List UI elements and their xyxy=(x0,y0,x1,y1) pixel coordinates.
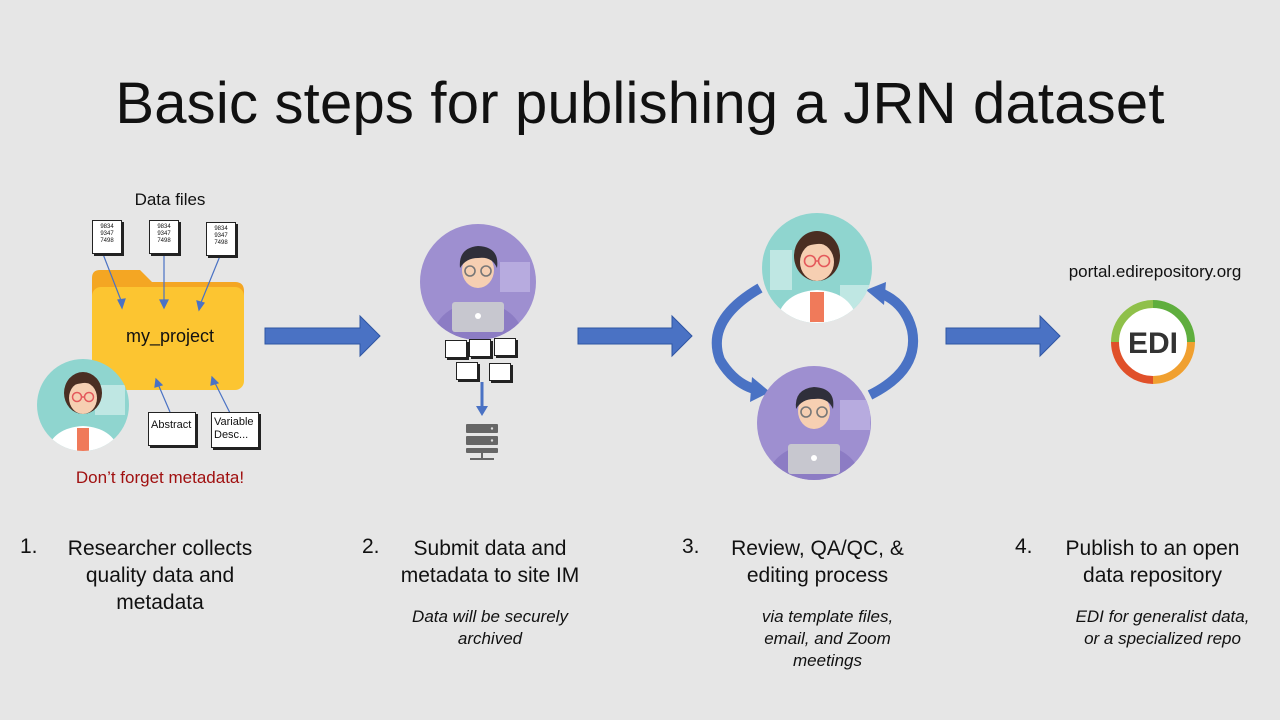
flow-arrow-1 xyxy=(264,314,381,358)
step-text-line: Publish to an open xyxy=(1065,537,1240,560)
folder-label: my_project xyxy=(125,326,215,346)
variable-desc-line: Variable xyxy=(214,416,254,428)
note-line: or a specialized repo xyxy=(1084,629,1241,648)
step-text-line: quality data and xyxy=(85,564,235,587)
data-file-3: 9834 9347 7498 xyxy=(206,222,236,256)
flow-arrow-3 xyxy=(945,314,1061,358)
step-text-line: editing process xyxy=(746,564,889,587)
review-cycle-arrows xyxy=(711,282,919,402)
step-3-number: 3. xyxy=(682,535,700,558)
step-2-text: Submit data and metadata to site IM xyxy=(380,535,600,589)
step-2-number: 2. xyxy=(362,535,380,558)
edi-logo-text: EDI xyxy=(1128,327,1178,360)
variable-desc-doc: Variable Desc... xyxy=(211,412,259,448)
data-files-label: Data files xyxy=(134,190,206,209)
page-title: Basic steps for publishing a JRN dataset xyxy=(115,71,1165,136)
step-text-line: Review, QA/QC, & xyxy=(731,537,904,560)
flow-arrow-2 xyxy=(577,314,693,358)
project-folder xyxy=(92,270,244,390)
data-file-line: 9347 xyxy=(157,231,171,237)
im-avatar xyxy=(420,224,536,340)
data-file-line: 9834 xyxy=(100,224,114,230)
data-file-line: 9834 xyxy=(157,224,171,230)
metadata-warning: Don’t forget metadata! xyxy=(75,468,245,487)
abstract-label: Abstract xyxy=(151,419,192,431)
step-4-text: Publish to an open data repository xyxy=(1040,535,1265,589)
researcher-avatar-2 xyxy=(762,213,872,323)
step-1-number: 1. xyxy=(20,535,38,558)
data-file-line: 9834 xyxy=(214,226,228,232)
note-line: email, and Zoom xyxy=(764,629,891,648)
archive-down-arrow xyxy=(476,382,488,416)
step-3-note: via template files, email, and Zoom meet… xyxy=(720,606,935,672)
note-line: via template files, xyxy=(761,607,894,626)
data-file-line: 7498 xyxy=(100,238,114,244)
step-2-note: Data will be securely archived xyxy=(380,606,600,650)
file-arrows xyxy=(102,253,231,414)
step-text-line: data repository xyxy=(1083,564,1222,587)
note-line: EDI for generalist data, xyxy=(1075,607,1250,626)
submitted-file xyxy=(489,363,511,381)
step-text-line: Submit data and xyxy=(413,537,567,560)
step-text-line: metadata to site IM xyxy=(400,564,580,587)
data-file-line: 7498 xyxy=(214,240,228,246)
submitted-file xyxy=(456,362,478,380)
step-text-line: Researcher collects xyxy=(67,537,253,560)
note-line: meetings xyxy=(793,651,862,670)
data-file-line: 7498 xyxy=(157,238,171,244)
data-file-line: 9347 xyxy=(214,233,228,239)
note-line: Data will be securely xyxy=(412,607,568,626)
data-file-2: 9834 9347 7498 xyxy=(149,220,179,254)
submitted-file xyxy=(445,340,467,358)
portal-url: portal.edirepository.org xyxy=(1068,262,1242,281)
step-text-line: metadata xyxy=(116,591,204,614)
data-file-line: 9347 xyxy=(100,231,114,237)
edi-logo-icon: EDI xyxy=(1111,300,1195,384)
data-file-1: 9834 9347 7498 xyxy=(92,220,122,254)
researcher-avatar-1 xyxy=(37,359,129,451)
submitted-file xyxy=(469,339,491,357)
step-1-text: Researcher collects quality data and met… xyxy=(40,535,280,616)
step-4-note: EDI for generalist data, or a specialize… xyxy=(1055,606,1270,650)
note-line: archived xyxy=(457,629,523,648)
step-3-text: Review, QA/QC, & editing process xyxy=(705,535,930,589)
submitted-file xyxy=(494,338,516,356)
abstract-doc: Abstract xyxy=(148,412,196,446)
im-avatar-2 xyxy=(757,366,871,480)
variable-desc-line: Desc... xyxy=(214,429,249,441)
step-4-number: 4. xyxy=(1015,535,1033,558)
server-icon xyxy=(466,424,498,460)
